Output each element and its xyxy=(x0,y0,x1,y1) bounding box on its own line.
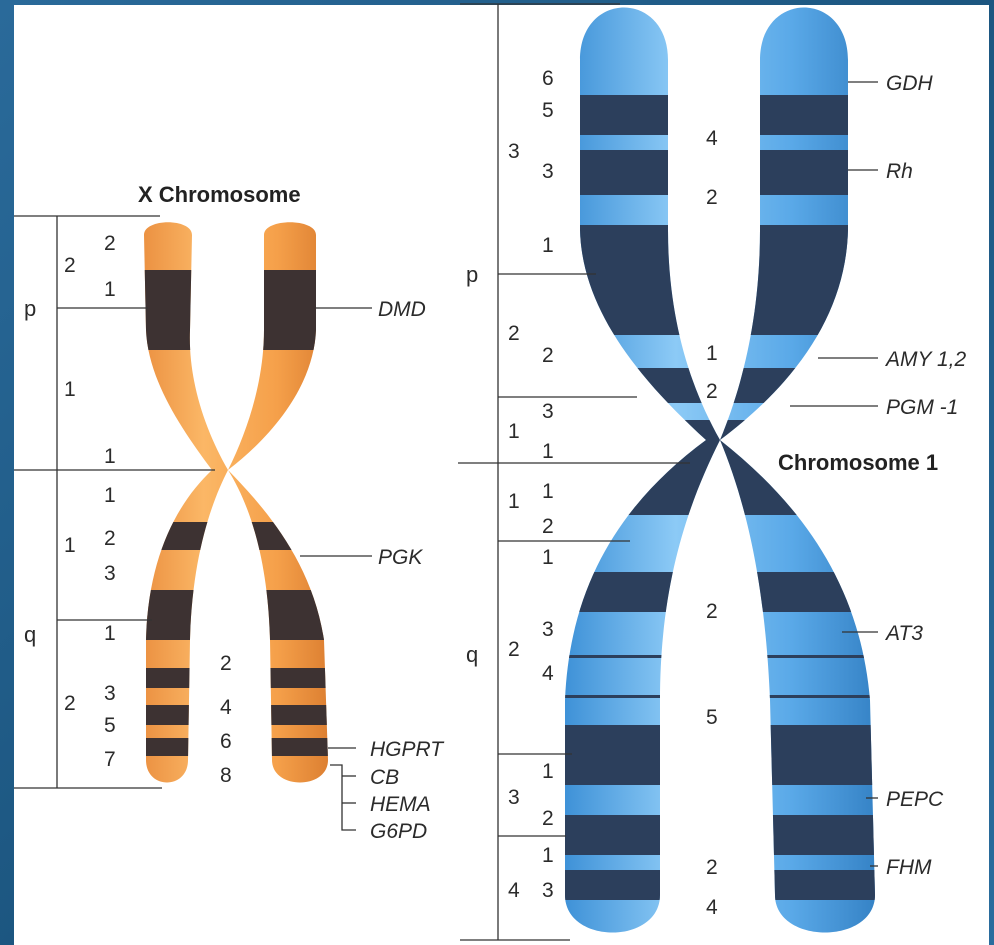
x-band: 3 xyxy=(104,562,116,585)
c1-band: 1 xyxy=(706,342,718,365)
x-band-dark xyxy=(130,738,340,756)
x-gene-label: G6PD xyxy=(370,820,427,843)
c1-gene-label: PEPC xyxy=(886,788,944,811)
x-band: 2 xyxy=(104,527,116,550)
x-band: 1 xyxy=(104,622,116,645)
x-band-dark xyxy=(130,590,340,640)
c1-region: 1 xyxy=(508,490,520,513)
c1-gene-label: Rh xyxy=(886,160,913,183)
x-region: 2 xyxy=(64,692,76,715)
c1-band: 2 xyxy=(706,380,718,403)
c1-gene-label: AMY 1,2 xyxy=(884,348,966,371)
x-gene-label: CB xyxy=(370,766,399,789)
c1-title: Chromosome 1 xyxy=(778,450,938,475)
x-band-dark xyxy=(130,705,340,725)
c1-band: 6 xyxy=(542,67,554,90)
c1-band-dark xyxy=(560,815,890,855)
c1-band-dark xyxy=(560,150,890,195)
c1-band: 2 xyxy=(542,515,554,538)
x-region: 1 xyxy=(64,378,76,401)
c1-band: 3 xyxy=(542,618,554,641)
x-band: 7 xyxy=(104,748,116,771)
c1-band-dark xyxy=(560,95,890,135)
x-band-dark xyxy=(130,668,340,688)
c1-region: 1 xyxy=(508,420,520,443)
x-band: 2 xyxy=(220,652,232,675)
c1-region: 2 xyxy=(508,638,520,661)
c1-region: 3 xyxy=(508,140,520,163)
c1-band: 2 xyxy=(542,807,554,830)
c1-band: 3 xyxy=(542,400,554,423)
x-band: 3 xyxy=(104,682,116,705)
c1-band: 3 xyxy=(542,879,554,902)
c1-band: 2 xyxy=(706,186,718,209)
x-region: 1 xyxy=(64,534,76,557)
c1-band-dark xyxy=(560,725,890,785)
c1-band: 3 xyxy=(542,160,554,183)
x-gene-label: HEMA xyxy=(370,793,431,816)
c1-band: 2 xyxy=(542,344,554,367)
c1-band: 1 xyxy=(542,480,554,503)
c1-region: 3 xyxy=(508,786,520,809)
x-gene-label: DMD xyxy=(378,298,426,321)
x-band: 2 xyxy=(104,232,116,255)
c1-gene-label: FHM xyxy=(886,856,932,879)
c1-band: 4 xyxy=(542,662,554,685)
c1-band: 1 xyxy=(542,760,554,783)
x-band: 1 xyxy=(104,445,116,468)
x-arm-p: p xyxy=(24,296,36,321)
x-band-dark xyxy=(130,270,340,350)
c1-gene-label: PGM -1 xyxy=(886,396,958,419)
c1-band: 2 xyxy=(706,600,718,623)
c1-band: 1 xyxy=(542,546,554,569)
x-band: 8 xyxy=(220,764,232,787)
x-chromosome xyxy=(130,210,340,800)
c1-band: 4 xyxy=(706,896,718,919)
c1-band: 2 xyxy=(706,856,718,879)
c1-band-dark xyxy=(560,368,890,403)
x-gene-label: PGK xyxy=(378,546,423,569)
x-band: 4 xyxy=(220,696,232,719)
c1-band-dark xyxy=(560,655,890,658)
c1-band: 4 xyxy=(706,127,718,150)
c1-band: 1 xyxy=(542,440,554,463)
c1-band-dark xyxy=(560,225,890,335)
x-band: 6 xyxy=(220,730,232,753)
c1-band: 1 xyxy=(542,844,554,867)
c1-gene-label: GDH xyxy=(886,72,934,95)
x-band: 1 xyxy=(104,278,116,301)
c1-region: 2 xyxy=(508,322,520,345)
x-band: 5 xyxy=(104,714,116,737)
c1-band: 1 xyxy=(542,234,554,257)
c1-band-dark xyxy=(560,695,890,698)
x-band: 1 xyxy=(104,484,116,507)
c1-arm-q: q xyxy=(466,642,478,667)
x-region: 2 xyxy=(64,254,76,277)
x-band-dark xyxy=(130,522,340,550)
c1-gene-label: AT3 xyxy=(884,622,923,645)
c1-band-dark xyxy=(560,870,890,900)
c1-arm-p: p xyxy=(466,262,478,287)
x-gene-label: HGPRT xyxy=(370,738,445,761)
c1-band: 5 xyxy=(706,706,718,729)
x-arm-q: q xyxy=(24,622,36,647)
c1-band-dark xyxy=(560,572,890,612)
c1-band: 5 xyxy=(542,99,554,122)
x-chromosome-title: X Chromosome xyxy=(138,182,301,207)
c1-region: 4 xyxy=(508,879,520,902)
